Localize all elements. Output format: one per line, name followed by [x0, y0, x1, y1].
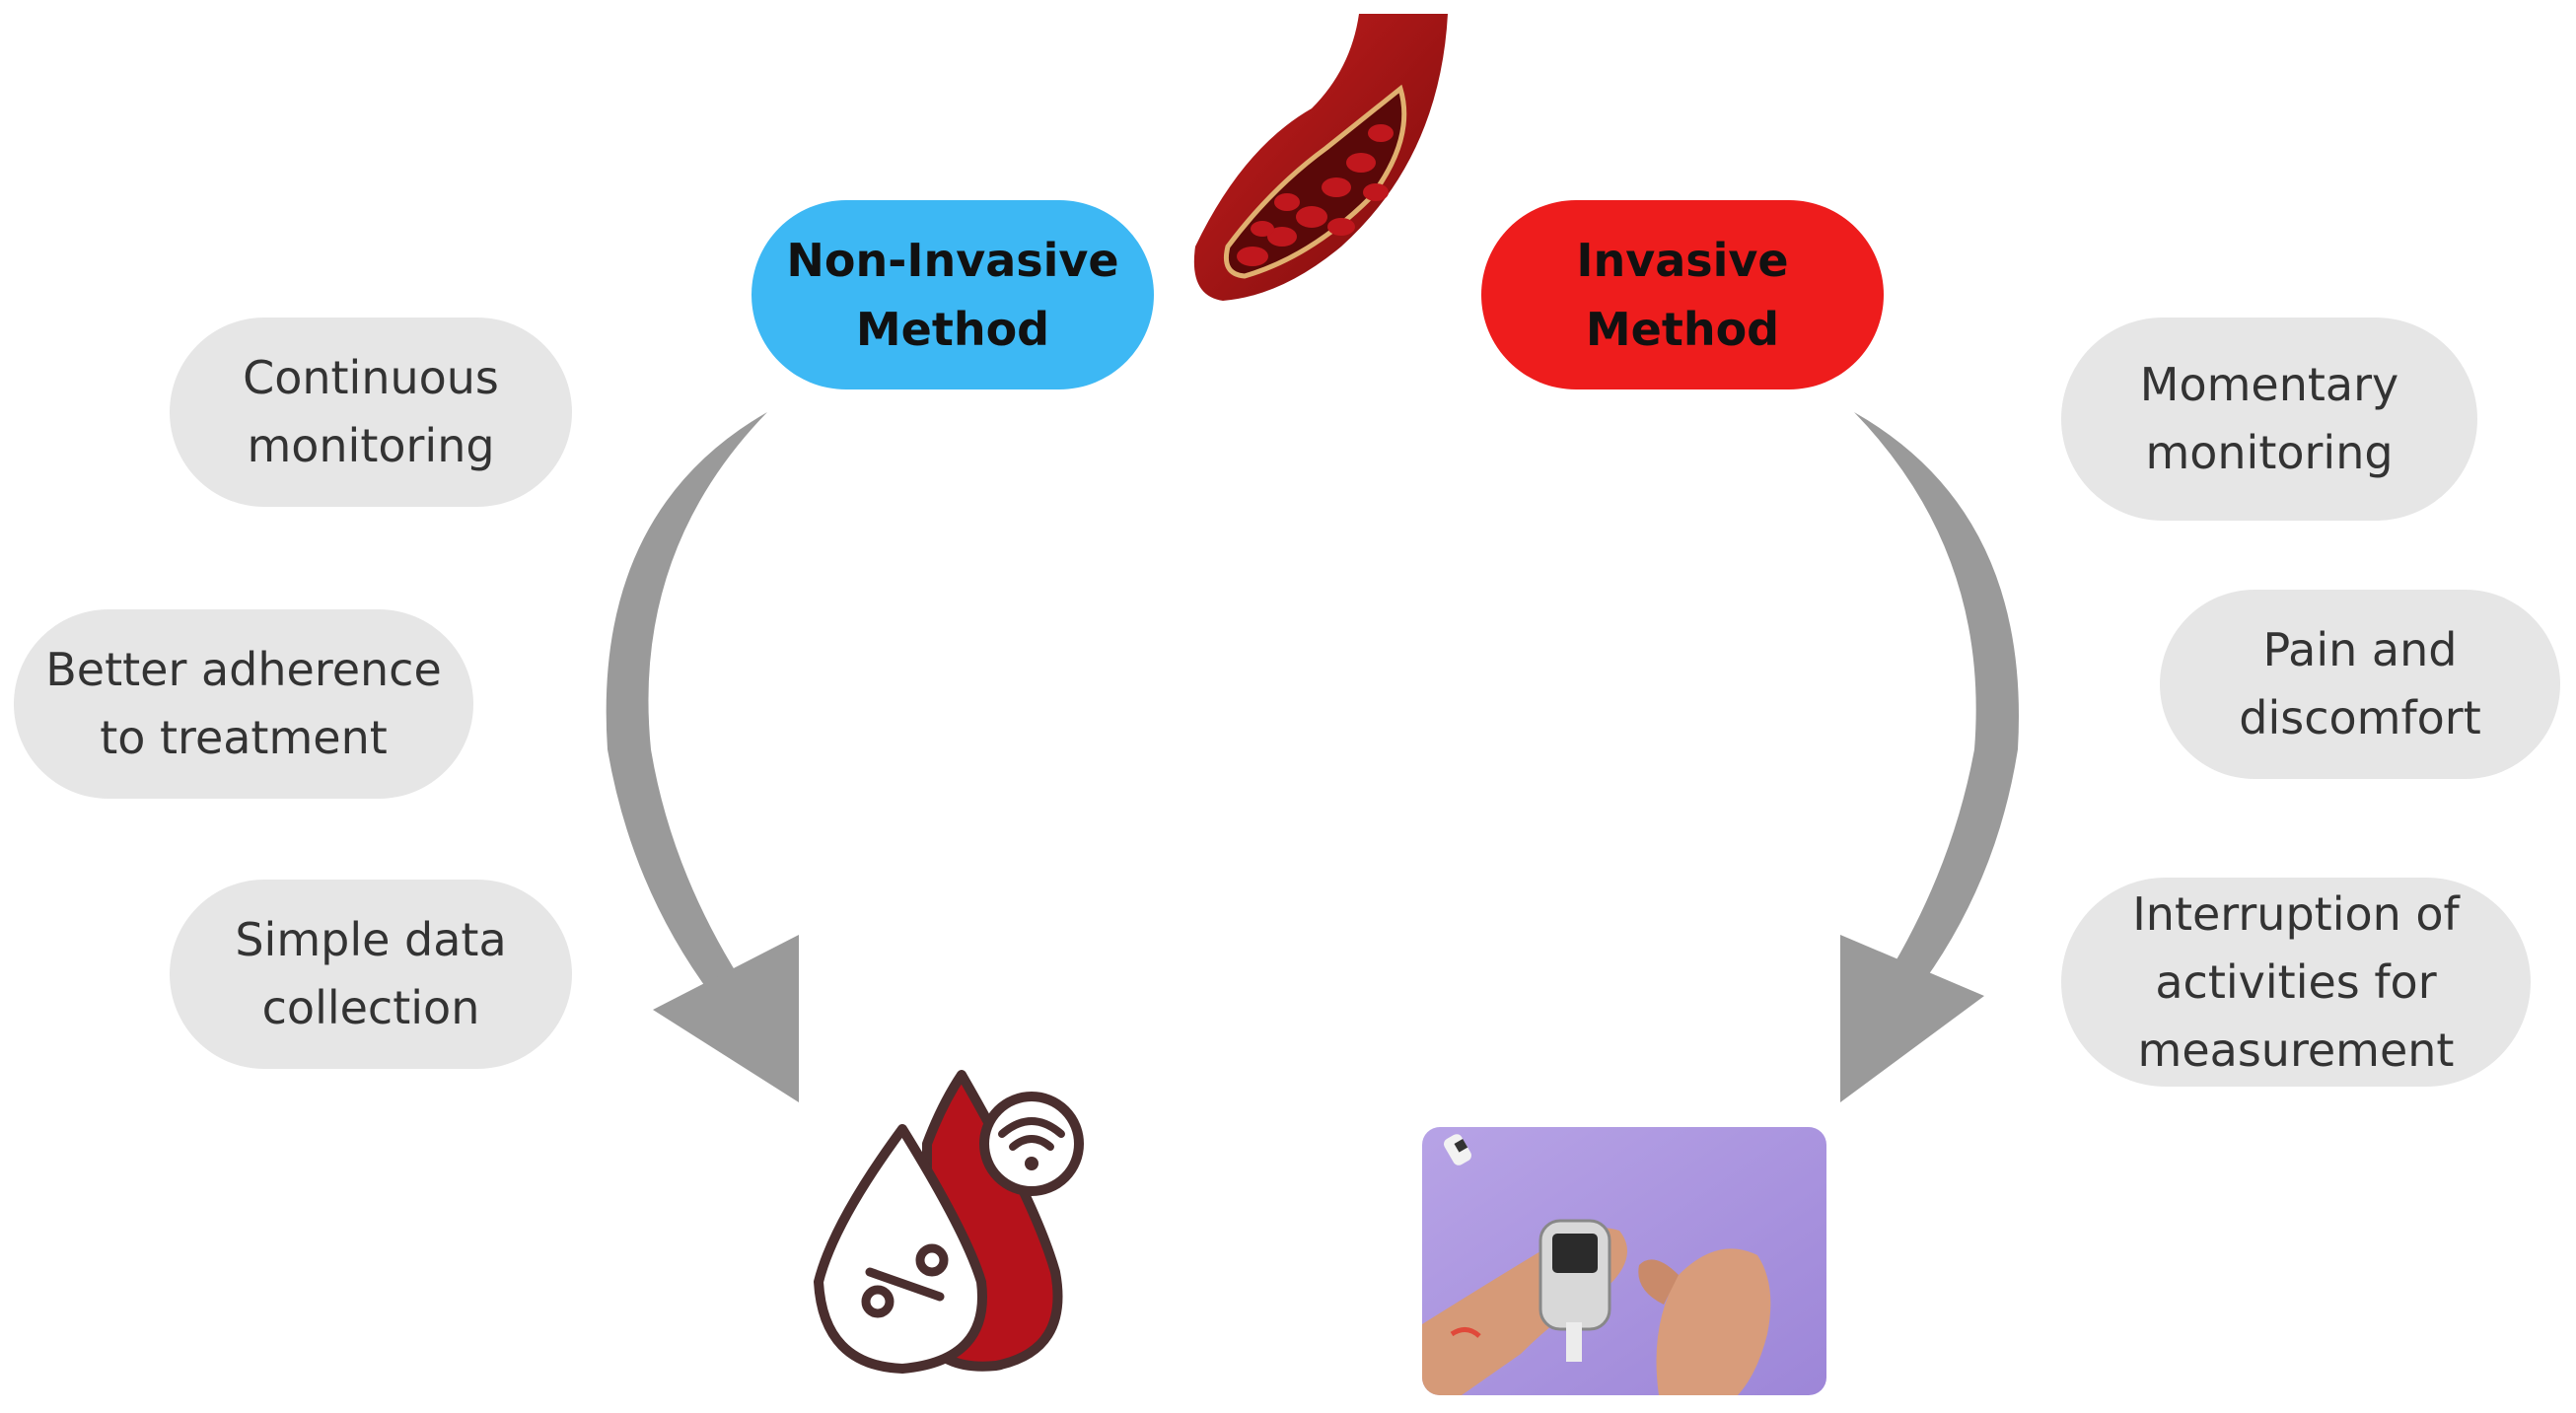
- feature-interruption-of-activities: Interruption of activities for measureme…: [2061, 878, 2531, 1087]
- right-arrow: [1840, 412, 2020, 1102]
- feature-label: Simple data collection: [235, 913, 507, 1034]
- invasive-method-pill: Invasive Method: [1481, 200, 1884, 389]
- feature-label: Interruption of activities for measureme…: [2132, 886, 2460, 1077]
- feature-label: Continuous monitoring: [243, 351, 499, 472]
- feature-label: Momentary monitoring: [2139, 358, 2399, 479]
- feature-momentary-monitoring: Momentary monitoring: [2061, 318, 2477, 521]
- left-arrow: [606, 412, 799, 1102]
- glucose-meter-photo: [1422, 1127, 1826, 1395]
- feature-label: Pain and discomfort: [2239, 623, 2481, 744]
- feature-better-adherence: Better adherence to treatment: [14, 609, 473, 799]
- feature-label: Better adherence to treatment: [45, 643, 442, 764]
- non-invasive-method-pill: Non-Invasive Method: [751, 200, 1154, 389]
- feature-pain-and-discomfort: Pain and discomfort: [2160, 590, 2560, 779]
- non-invasive-method-label: Non-Invasive Method: [786, 234, 1119, 356]
- feature-simple-data-collection: Simple data collection: [170, 880, 572, 1069]
- invasive-method-label: Invasive Method: [1576, 234, 1789, 356]
- feature-continuous-monitoring: Continuous monitoring: [170, 318, 572, 507]
